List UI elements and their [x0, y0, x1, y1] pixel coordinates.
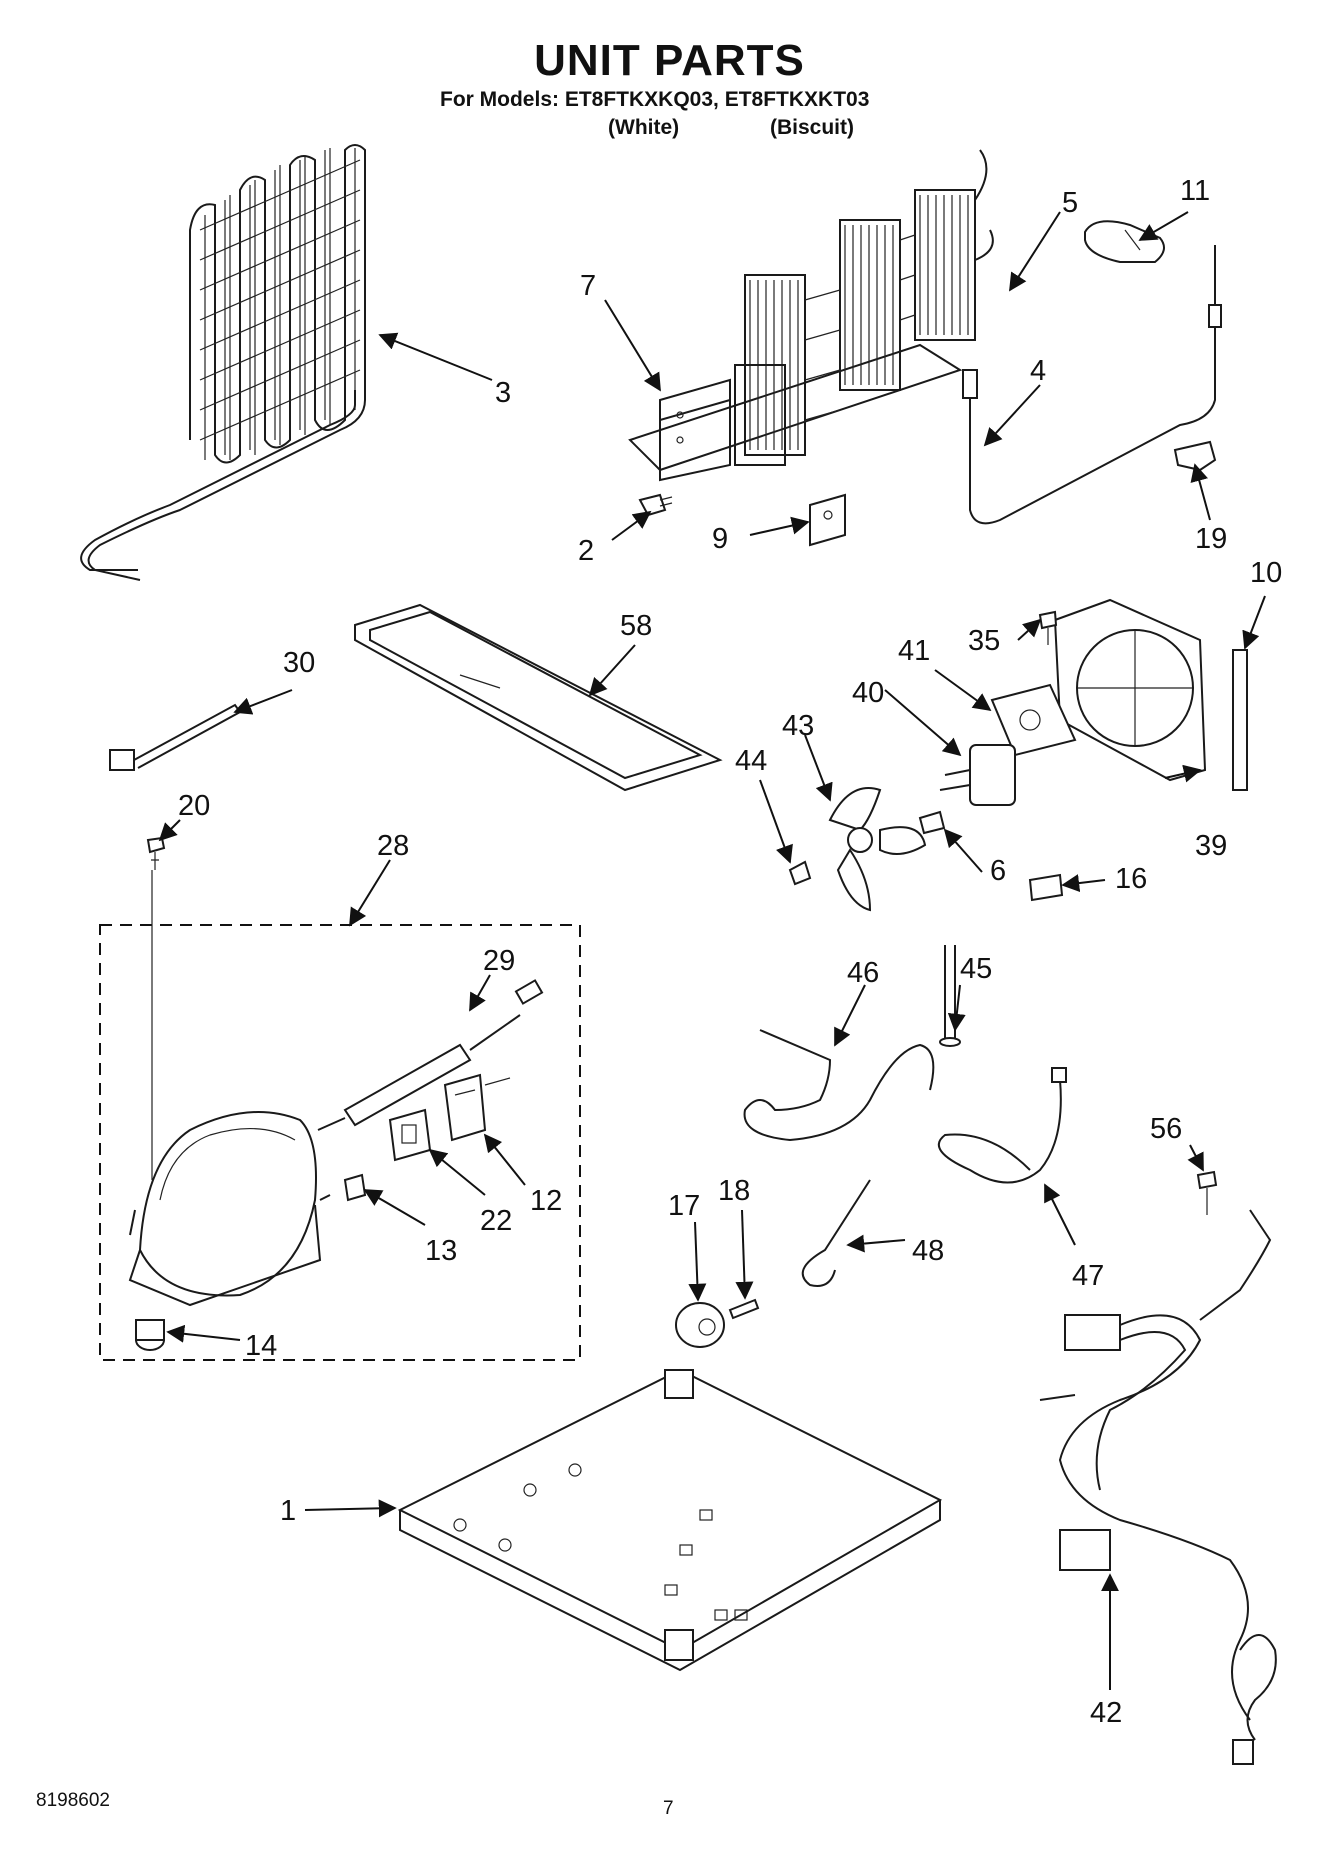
callout-43: 43: [782, 710, 814, 742]
tube-45: [939, 945, 961, 1047]
screw-20: [146, 836, 166, 870]
motor-mount-41: [990, 683, 1077, 757]
callout-16: 16: [1115, 863, 1147, 895]
bolt-18: [728, 1298, 760, 1320]
callout-4: 4: [1030, 355, 1046, 387]
page-number: 7: [663, 1798, 674, 1819]
evaporator: [628, 149, 994, 482]
tube-48: [801, 1179, 871, 1287]
callout-48: 48: [912, 1235, 944, 1267]
screw-2: [638, 493, 673, 517]
fan-motor-40: [939, 744, 1016, 806]
grommet-14: [135, 1319, 165, 1351]
overload-12: [443, 1073, 511, 1142]
clip-13: [343, 1173, 367, 1202]
callout-39: 39: [1195, 830, 1227, 862]
callout-42: 42: [1090, 1697, 1122, 1729]
base-plate: [397, 1368, 943, 1672]
callout-58: 58: [620, 610, 652, 642]
screw-35: [1038, 610, 1058, 645]
screw-56: [1196, 1170, 1218, 1215]
callout-47: 47: [1072, 1260, 1104, 1292]
callout-5: 5: [1062, 187, 1078, 219]
callout-41: 41: [898, 635, 930, 667]
callout-labels: 3 7 5 11 4 2 9 19 10 58 30 35 41 40 43 4…: [178, 175, 1282, 1729]
callout-7: 7: [580, 270, 596, 302]
callout-14: 14: [245, 1330, 277, 1362]
callout-40: 40: [852, 677, 884, 709]
callout-22: 22: [480, 1205, 512, 1237]
callout-17: 17: [668, 1190, 700, 1222]
clip-9: [809, 493, 846, 547]
callout-20: 20: [178, 790, 210, 822]
callout-29: 29: [483, 945, 515, 977]
callout-56: 56: [1150, 1113, 1182, 1145]
strip-10: [1232, 649, 1248, 791]
fan-blade-43: [828, 787, 927, 912]
callout-6: 6: [990, 855, 1006, 887]
drier-29: [317, 979, 544, 1131]
callout-12: 12: [530, 1185, 562, 1217]
callout-2: 2: [578, 535, 594, 567]
callout-11: 11: [1180, 175, 1210, 207]
callout-28: 28: [377, 830, 409, 862]
callout-46: 46: [847, 957, 879, 989]
tube-47: [938, 1067, 1067, 1184]
tube-46: [743, 1029, 935, 1142]
cable-tie: [109, 703, 242, 771]
callout-10: 10: [1250, 557, 1282, 589]
models-line: For Models: ET8FTKXKQ03, ET8FTKXKT03: [440, 88, 870, 111]
callout-13: 13: [425, 1235, 457, 1267]
compressor-kit-box: [99, 924, 581, 1361]
clip-16: [1028, 873, 1064, 902]
condenser-coil: [80, 144, 366, 581]
callout-19: 19: [1195, 523, 1227, 555]
bumper-17: [675, 1302, 725, 1348]
callout-45: 45: [960, 953, 992, 985]
leader-lines: [158, 211, 1266, 1690]
callout-18: 18: [718, 1175, 750, 1207]
callout-35: 35: [968, 625, 1000, 657]
relay-22: [388, 1108, 432, 1162]
cap-11: [1084, 220, 1165, 263]
screw-6: [918, 810, 946, 835]
page-title: UNIT PARTS: [534, 36, 805, 85]
callout-44: 44: [735, 745, 767, 777]
wire-harness: [1039, 1209, 1277, 1765]
callout-9: 9: [712, 523, 728, 555]
doc-number: 8198602: [36, 1790, 110, 1811]
thermistor-wire: [962, 245, 1222, 525]
callout-3: 3: [495, 377, 511, 409]
variant-biscuit: (Biscuit): [770, 116, 854, 139]
drain-pan: [354, 603, 723, 792]
clip-44: [788, 860, 812, 886]
variant-white: (White): [608, 116, 680, 139]
fan-shroud: [1053, 598, 1207, 782]
callout-1: 1: [280, 1495, 296, 1527]
callout-30: 30: [283, 647, 315, 679]
compressor: [128, 870, 331, 1307]
